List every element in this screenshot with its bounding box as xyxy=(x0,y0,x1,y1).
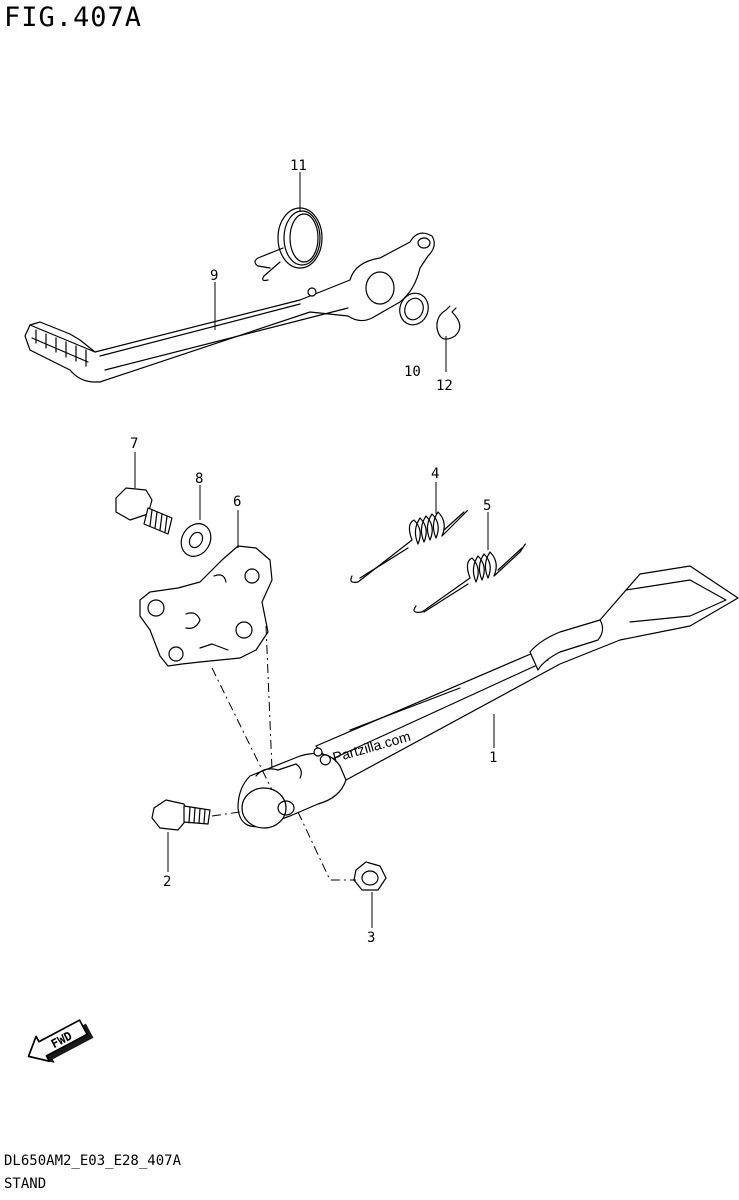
spring-part-11[interactable] xyxy=(254,207,323,282)
callout-3: 3 xyxy=(367,930,375,946)
nut-part-3[interactable] xyxy=(353,861,387,891)
callout-4: 4 xyxy=(431,466,439,482)
spring-part-4[interactable] xyxy=(350,510,468,583)
diagram-code: DL650AM2_E03_E28_407A xyxy=(4,1153,182,1169)
callout-6: 6 xyxy=(233,494,241,510)
bolt-part-7[interactable] xyxy=(115,487,173,535)
pedal-rubber-tread xyxy=(29,321,96,367)
callout-9: 9 xyxy=(210,268,218,284)
callout-11: 11 xyxy=(290,158,307,174)
bolt-part-2[interactable] xyxy=(151,799,211,831)
pedal-part-9[interactable] xyxy=(24,232,435,383)
washer-part-8[interactable] xyxy=(175,518,216,561)
page-title: FIG.407A xyxy=(4,2,143,33)
fwd-arrow-icon: FWD xyxy=(27,1019,94,1063)
callout-labels: 11 9 10 12 7 8 6 4 5 1 2 3 xyxy=(130,158,497,946)
callout-5: 5 xyxy=(483,498,491,514)
callout-7: 7 xyxy=(130,436,138,452)
callout-12: 12 xyxy=(436,378,453,394)
section-name: STAND xyxy=(4,1176,47,1192)
washer-part-10[interactable] xyxy=(395,289,432,329)
callout-10: 10 xyxy=(404,364,421,380)
callout-1: 1 xyxy=(489,750,497,766)
callout-2: 2 xyxy=(163,874,171,890)
circlip-part-12[interactable] xyxy=(436,305,461,340)
spring-part-5[interactable] xyxy=(413,543,526,613)
leader-lines xyxy=(134,172,495,928)
bracket-part-6[interactable] xyxy=(139,545,273,667)
side-stand-part-1[interactable] xyxy=(237,565,739,829)
callout-8: 8 xyxy=(195,471,203,487)
